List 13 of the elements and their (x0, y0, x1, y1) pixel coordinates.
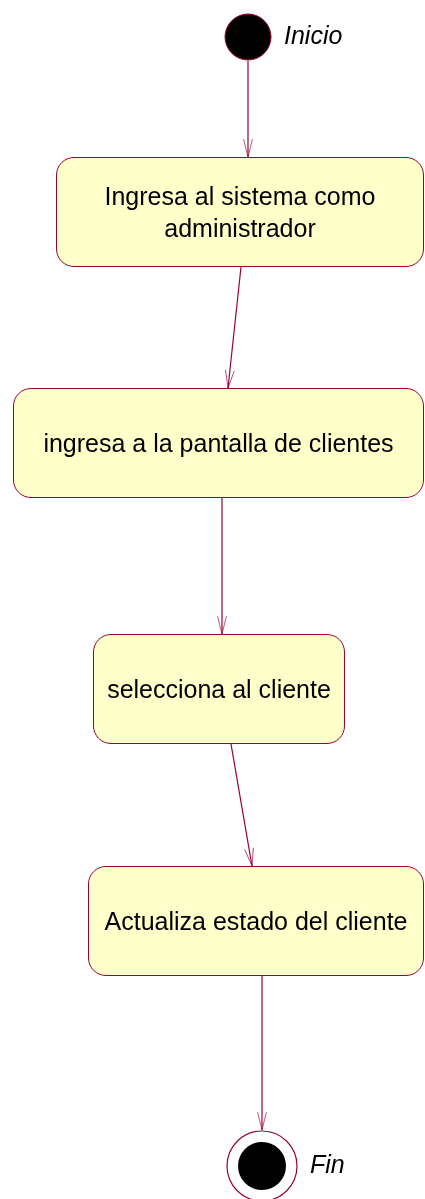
final-node (226, 1130, 298, 1199)
node-label: Inicio (284, 21, 343, 50)
activity-box (88, 866, 424, 976)
activity-box (93, 634, 345, 744)
activity-label: Actualiza estado del cliente (103, 906, 409, 937)
activity-label: ingresa a la pantalla de clientes (42, 428, 395, 459)
arrow (230, 743, 254, 867)
initial-node (224, 13, 272, 61)
activity-box (13, 388, 424, 498)
activity-label: Ingresa al sistema como administrador (103, 181, 377, 244)
activity-box (56, 157, 424, 267)
activity-label: selecciona al cliente (106, 674, 332, 705)
node-label: Fin (310, 1150, 345, 1179)
